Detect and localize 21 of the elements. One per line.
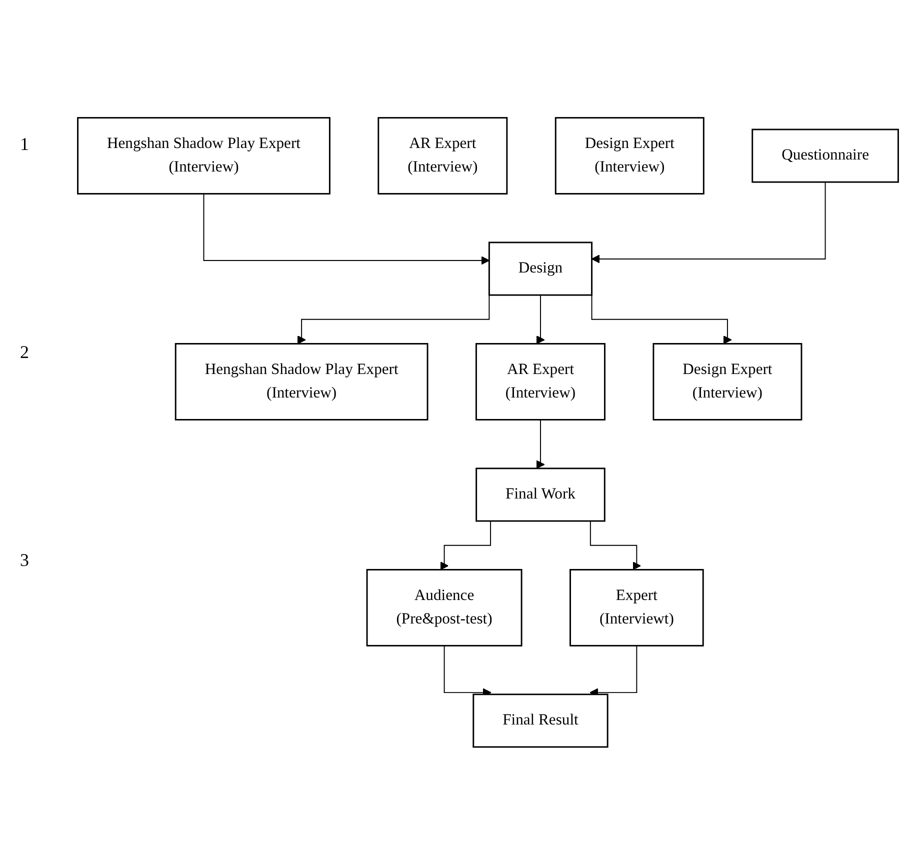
arrow [440, 520, 492, 570]
arrow [536, 419, 545, 469]
node-box: Hengshan Shadow Play Expert (Interview) [77, 117, 330, 195]
node-box: Design [488, 242, 592, 296]
step-number: 1 [20, 134, 30, 155]
node-box: AR Expert (Interview) [378, 117, 508, 195]
arrow [590, 520, 641, 570]
node-box: Design Expert (Interview) [652, 343, 802, 421]
node-box: AR Expert (Interview) [475, 343, 606, 421]
arrow [203, 193, 490, 265]
step-number: 3 [20, 550, 30, 572]
node-box: Expert (Interviewt) [570, 569, 704, 647]
node-box: Design Expert (Interview) [554, 117, 704, 195]
node-box: Final Result [472, 694, 608, 748]
arrow [591, 182, 826, 264]
node-box: Questionnaire [752, 128, 899, 183]
node-box: Final Work [476, 468, 606, 522]
step-number: 2 [20, 342, 30, 363]
node-box: Audience (Pre&post-test) [366, 569, 522, 647]
node-box: Hengshan Shadow Play Expert (Interview) [174, 343, 428, 421]
arrow [536, 294, 545, 344]
